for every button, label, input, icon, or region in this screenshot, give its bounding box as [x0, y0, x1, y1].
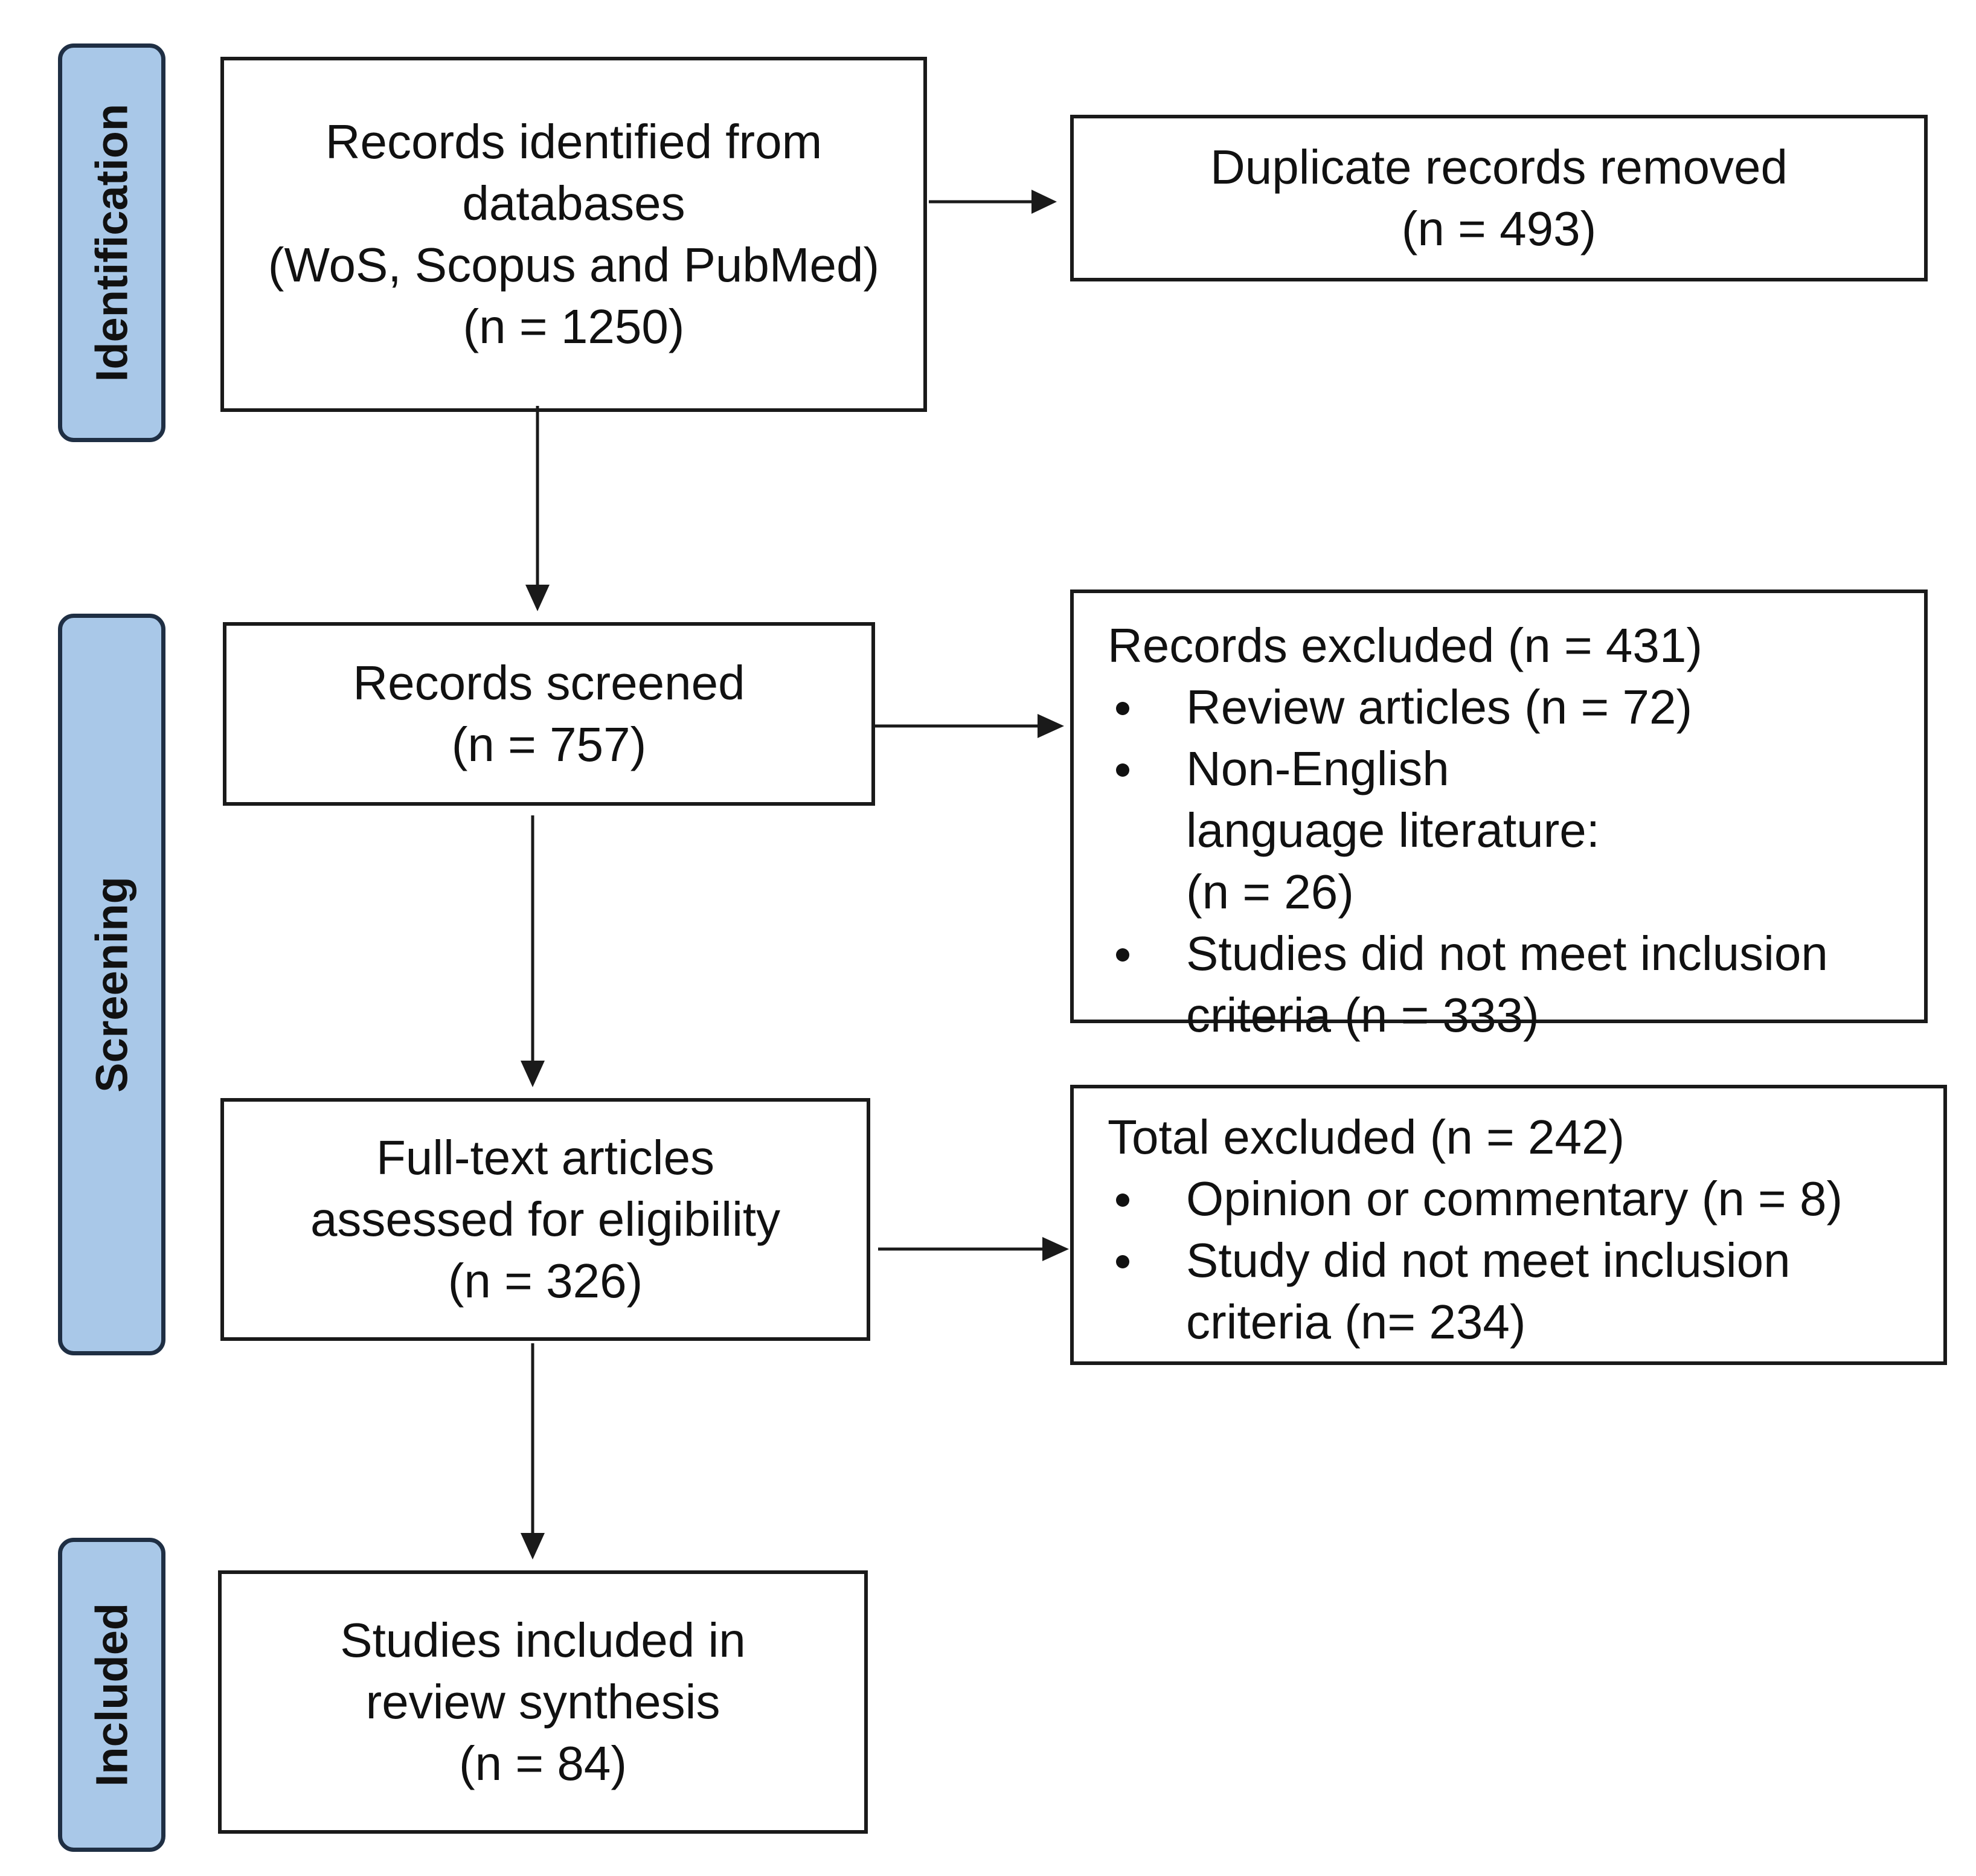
- duplicates-removed-text: Duplicate records removed (n = 493): [1074, 137, 1924, 260]
- records-excluded-list: Review articles (n = 72) Non-English lan…: [1108, 676, 1900, 1046]
- arrow-to-duplicates-head: [1031, 190, 1057, 214]
- total-excluded-list: Opinion or commentary (n = 8) Study did …: [1108, 1168, 1919, 1353]
- text-line: Full-text articles: [376, 1131, 715, 1184]
- records-identified-count: (n = 1250): [463, 300, 685, 353]
- studies-included-box: Studies included in review synthesis (n …: [218, 1570, 868, 1834]
- list-item: Non-English language literature: (n = 26…: [1108, 738, 1609, 923]
- arrow-to-screened-head: [525, 585, 550, 611]
- text-line: Duplicate records removed: [1210, 140, 1788, 194]
- text-line: databases: [462, 176, 685, 230]
- text-line: (WoS, Scopus and PubMed): [268, 238, 880, 292]
- studies-included-text: Studies included in review synthesis (n …: [222, 1610, 864, 1794]
- stage-screening: Screening: [58, 614, 165, 1355]
- fulltext-assessed-box: Full-text articles assessed for eligibil…: [220, 1098, 870, 1341]
- records-excluded-box: Records excluded (n = 431) Review articl…: [1070, 589, 1928, 1042]
- list-item: Opinion or commentary (n = 8): [1108, 1168, 1919, 1230]
- records-identified-box: Records identified from databases (WoS, …: [220, 57, 927, 412]
- list-item: Review articles (n = 72): [1108, 676, 1900, 738]
- duplicates-removed-box: Duplicate records removed (n = 493): [1070, 115, 1928, 281]
- fulltext-assessed-text: Full-text articles assessed for eligibil…: [224, 1127, 867, 1312]
- records-screened-text: Records screened (n = 757): [226, 652, 871, 776]
- arrow-to-fulltext-head: [521, 1061, 545, 1087]
- studies-included-count: (n = 84): [459, 1736, 627, 1790]
- text-line: Studies included in: [340, 1613, 746, 1667]
- text-line: Records identified from: [325, 115, 823, 169]
- records-screened-box: Records screened (n = 757): [223, 622, 875, 806]
- records-screened-count: (n = 757): [451, 718, 647, 771]
- list-item: Study did not meet inclusion criteria (n…: [1108, 1230, 1875, 1353]
- duplicates-count: (n = 493): [1401, 202, 1597, 255]
- list-item: Studies did not meet inclusion criteria …: [1108, 923, 1911, 1046]
- fulltext-count: (n = 326): [447, 1254, 643, 1308]
- stage-identification: Identification: [58, 43, 165, 442]
- text-line: Records screened: [353, 656, 745, 710]
- arrow-to-included-head: [521, 1533, 545, 1560]
- stage-included: Included: [58, 1538, 165, 1852]
- arrow-to-records-excluded-head: [1038, 714, 1064, 738]
- text-line: assessed for eligibility: [310, 1192, 781, 1246]
- records-excluded-heading: Records excluded (n = 431): [1108, 618, 1702, 672]
- records-identified-text: Records identified from databases (WoS, …: [224, 111, 923, 358]
- total-excluded-heading: Total excluded (n = 242): [1108, 1110, 1625, 1164]
- total-excluded-box: Total excluded (n = 242) Opinion or comm…: [1070, 1085, 1947, 1365]
- text-line: review synthesis: [365, 1675, 720, 1729]
- arrow-to-total-excluded-head: [1042, 1237, 1069, 1261]
